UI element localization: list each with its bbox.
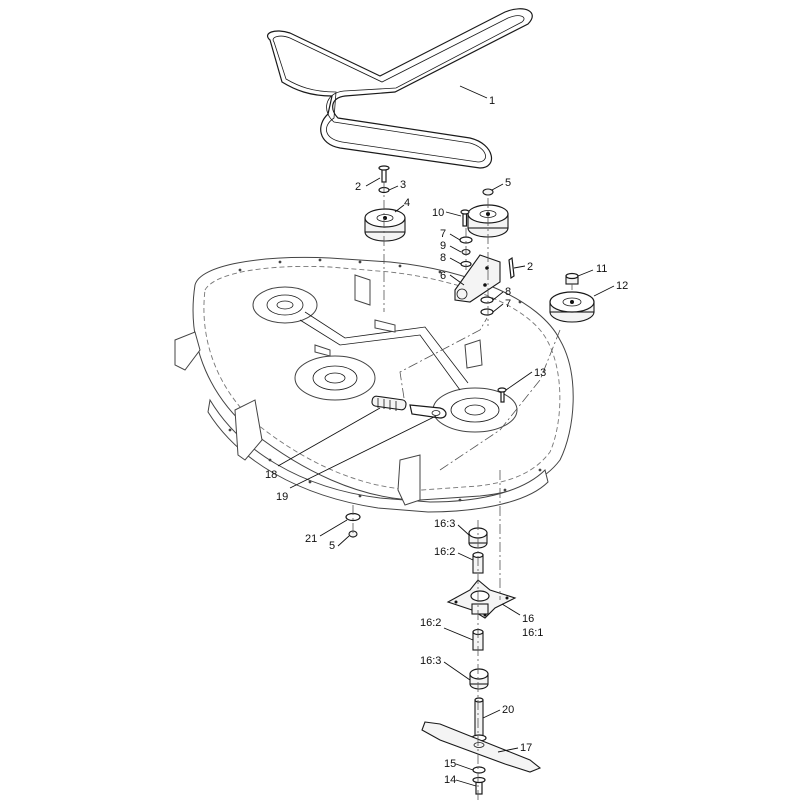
bolt-2-left [378,165,390,183]
callout-9: 9 [440,240,446,252]
callout-14: 14 [444,774,456,786]
spindle-housing-16 [446,579,517,619]
bolt-14 [472,776,486,795]
deck-spindle-pad-center [294,355,376,401]
callout-13: 13 [534,367,546,379]
idler-arm-6 [454,254,501,303]
callout-16-2-upper: 16:2 [434,546,455,558]
callout-10: 10 [432,207,444,219]
callout-7-lower: 7 [505,298,511,310]
callout-3: 3 [400,179,406,191]
spindle-pulley-12 [549,291,595,323]
callout-16-3-upper: 16:3 [434,518,455,530]
callout-16-1: 16:1 [522,627,543,639]
washer-7-lower [480,308,494,316]
callout-7-top: 7 [440,228,446,240]
callout-5-top: 5 [505,177,511,189]
nut-5-top [482,188,494,196]
callout-16: 16 [522,613,534,625]
spindle-shaft-20 [471,697,487,742]
spring-18 [371,395,407,411]
assembly-lines [352,182,573,800]
callout-labels: 1 2 3 4 5 10 7 9 8 2 6 8 7 11 12 13 18 1… [265,95,628,786]
washer-15 [472,766,486,774]
idler-pulley-left [364,208,406,242]
callout-15: 15 [444,758,456,770]
callout-16-3-lower: 16:3 [420,655,441,667]
callout-21: 21 [305,533,317,545]
callout-2-right: 2 [527,261,533,273]
nut-11 [565,272,579,285]
callout-16-2-lower: 16:2 [420,617,441,629]
leader-lines [277,85,615,787]
callout-11: 11 [596,263,607,275]
callout-17: 17 [520,742,532,754]
callout-1: 1 [489,95,495,107]
callout-19: 19 [276,491,288,503]
callout-6: 6 [440,270,446,282]
bolt-2-right [508,256,515,280]
rod-19 [409,404,447,419]
callout-18: 18 [265,469,277,481]
drive-belt [267,8,533,169]
deck-spindle-pad-right [432,387,518,433]
callout-8-top: 8 [440,252,446,264]
callout-2-left: 2 [355,181,361,193]
mower-deck [174,257,574,513]
bearing-16-3-lower [469,668,489,690]
bolt-10 [460,209,470,227]
deck-spindle-pad-left [252,286,318,324]
callout-8-lower: 8 [505,286,511,298]
blade-17 [421,721,542,773]
callout-4: 4 [404,197,410,209]
washer-8-lower [480,296,494,304]
callout-12: 12 [616,280,628,292]
callout-5-lower: 5 [329,540,335,552]
callout-20: 20 [502,704,514,716]
